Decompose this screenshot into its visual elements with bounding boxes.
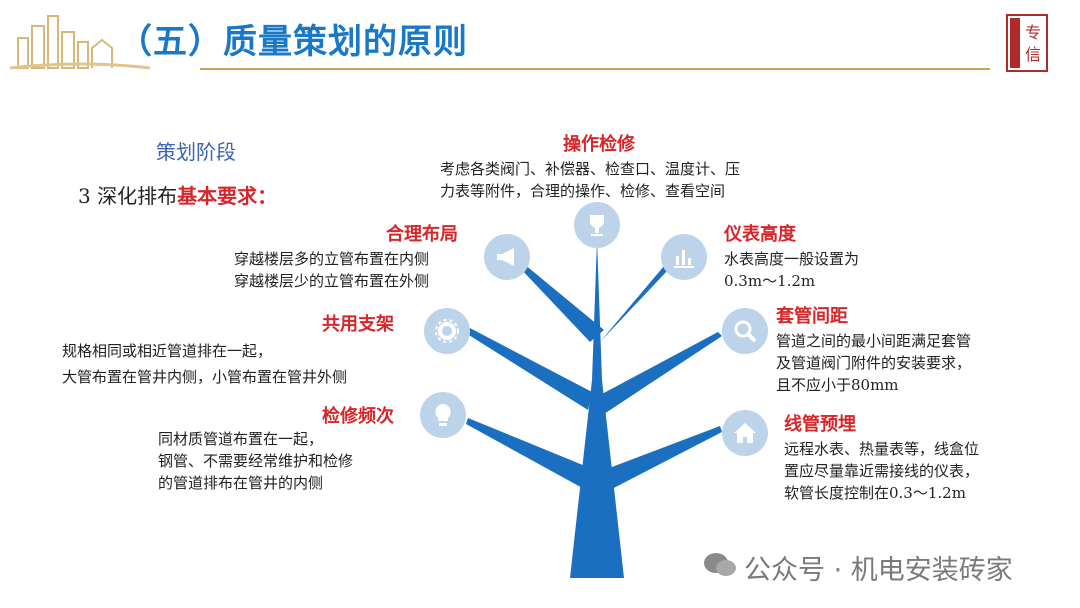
bar-chart-icon — [661, 234, 707, 280]
meter-line: 水表高度一般设置为 — [724, 250, 860, 268]
conduit-line: 远程水表、热量表等，线盒位 — [784, 440, 980, 458]
frequency-title: 检修频次 — [322, 406, 394, 427]
operation-text: 考虑各类阀门、补偿器、检查口、温度计、压 力表等附件，合理的操作、检修、查看空间 — [440, 158, 740, 202]
branch-frequency — [466, 418, 590, 490]
operation-line: 考虑各类阀门、补偿器、检查口、温度计、压 — [440, 160, 741, 178]
conduit-title: 线管预埋 — [784, 414, 856, 435]
meter-line: 0.3m～1.2m — [724, 272, 816, 290]
frequency-text: 同材质管道布置在一起， 钢管、不需要经常维护和检修 的管道排布在管井的内侧 — [158, 428, 353, 494]
support-line: 大管布置在管井内侧，小管布置在管井外侧 — [62, 368, 348, 386]
branch-meter — [600, 266, 668, 342]
sleeve-line: 管道之间的最小间距满足套管 — [776, 332, 972, 350]
branch-sleeve — [602, 332, 722, 414]
layout-line: 穿越楼层多的立管布置在内侧 — [234, 250, 430, 268]
watermark-text: 公众号 · 机电安装砖家 — [744, 555, 1013, 586]
operation-title: 操作检修 — [563, 134, 635, 155]
branch-layout — [520, 264, 604, 342]
tree-trunk — [570, 240, 624, 578]
frequency-line: 的管道排布在管井的内侧 — [158, 474, 324, 492]
branch-conduit — [604, 426, 722, 492]
layout-text: 穿越楼层多的立管布置在内侧 穿越楼层少的立管布置在外侧 — [234, 248, 429, 292]
meter-title: 仪表高度 — [724, 224, 796, 245]
support-line: 规格相同或相近管道排在一起， — [62, 342, 273, 360]
requirement-prefix: 3 深化排布 — [78, 184, 178, 208]
stage-label: 策划阶段 — [156, 140, 236, 164]
conduit-line: 软管长度控制在0.3～1.2m — [784, 484, 966, 502]
header-divider — [200, 68, 990, 70]
meter-text: 水表高度一般设置为 0.3m～1.2m — [724, 248, 859, 292]
layout-line: 穿越楼层少的立管布置在外侧 — [234, 272, 430, 290]
svg-text:信: 信 — [1025, 45, 1041, 64]
lightbulb-icon — [420, 392, 466, 438]
branch-support — [464, 326, 592, 410]
wechat-icon — [704, 553, 736, 576]
operation-line: 力表等附件，合理的操作、检修、查看空间 — [440, 182, 726, 200]
frequency-line: 钢管、不需要经常维护和检修 — [158, 452, 354, 470]
svg-text:专: 专 — [1025, 23, 1041, 42]
requirement-heading: 3 深化排布基本要求： — [78, 180, 277, 209]
professional-trust-logo: 专 信 — [1006, 14, 1048, 72]
layout-title: 合理布局 — [386, 224, 458, 245]
frequency-line: 同材质管道布置在一起， — [158, 430, 324, 448]
trophy-icon — [574, 202, 620, 248]
house-icon — [722, 410, 768, 456]
conduit-text: 远程水表、热量表等，线盒位 置应尽量靠近需接线的仪表， 软管长度控制在0.3～1… — [784, 438, 979, 504]
requirement-highlight: 基本要求： — [177, 184, 278, 208]
gear-icon — [424, 308, 470, 354]
search-icon — [722, 308, 768, 354]
conduit-line: 置应尽量靠近需接线的仪表， — [784, 462, 980, 480]
sleeve-line: 及管道阀门附件的安装要求， — [776, 354, 972, 372]
sleeve-text: 管道之间的最小间距满足套管 及管道阀门附件的安装要求， 且不应小于80mm — [776, 330, 971, 396]
sleeve-title: 套管间距 — [776, 306, 848, 327]
support-text: 规格相同或相近管道排在一起， 大管布置在管井内侧，小管布置在管井外侧 — [62, 340, 347, 388]
megaphone-icon — [484, 234, 530, 280]
support-title: 共用支架 — [322, 314, 394, 335]
page-title: （五）质量策划的原则 — [118, 22, 468, 62]
sleeve-line: 且不应小于80mm — [776, 376, 899, 394]
skyline-logo — [10, 15, 150, 70]
